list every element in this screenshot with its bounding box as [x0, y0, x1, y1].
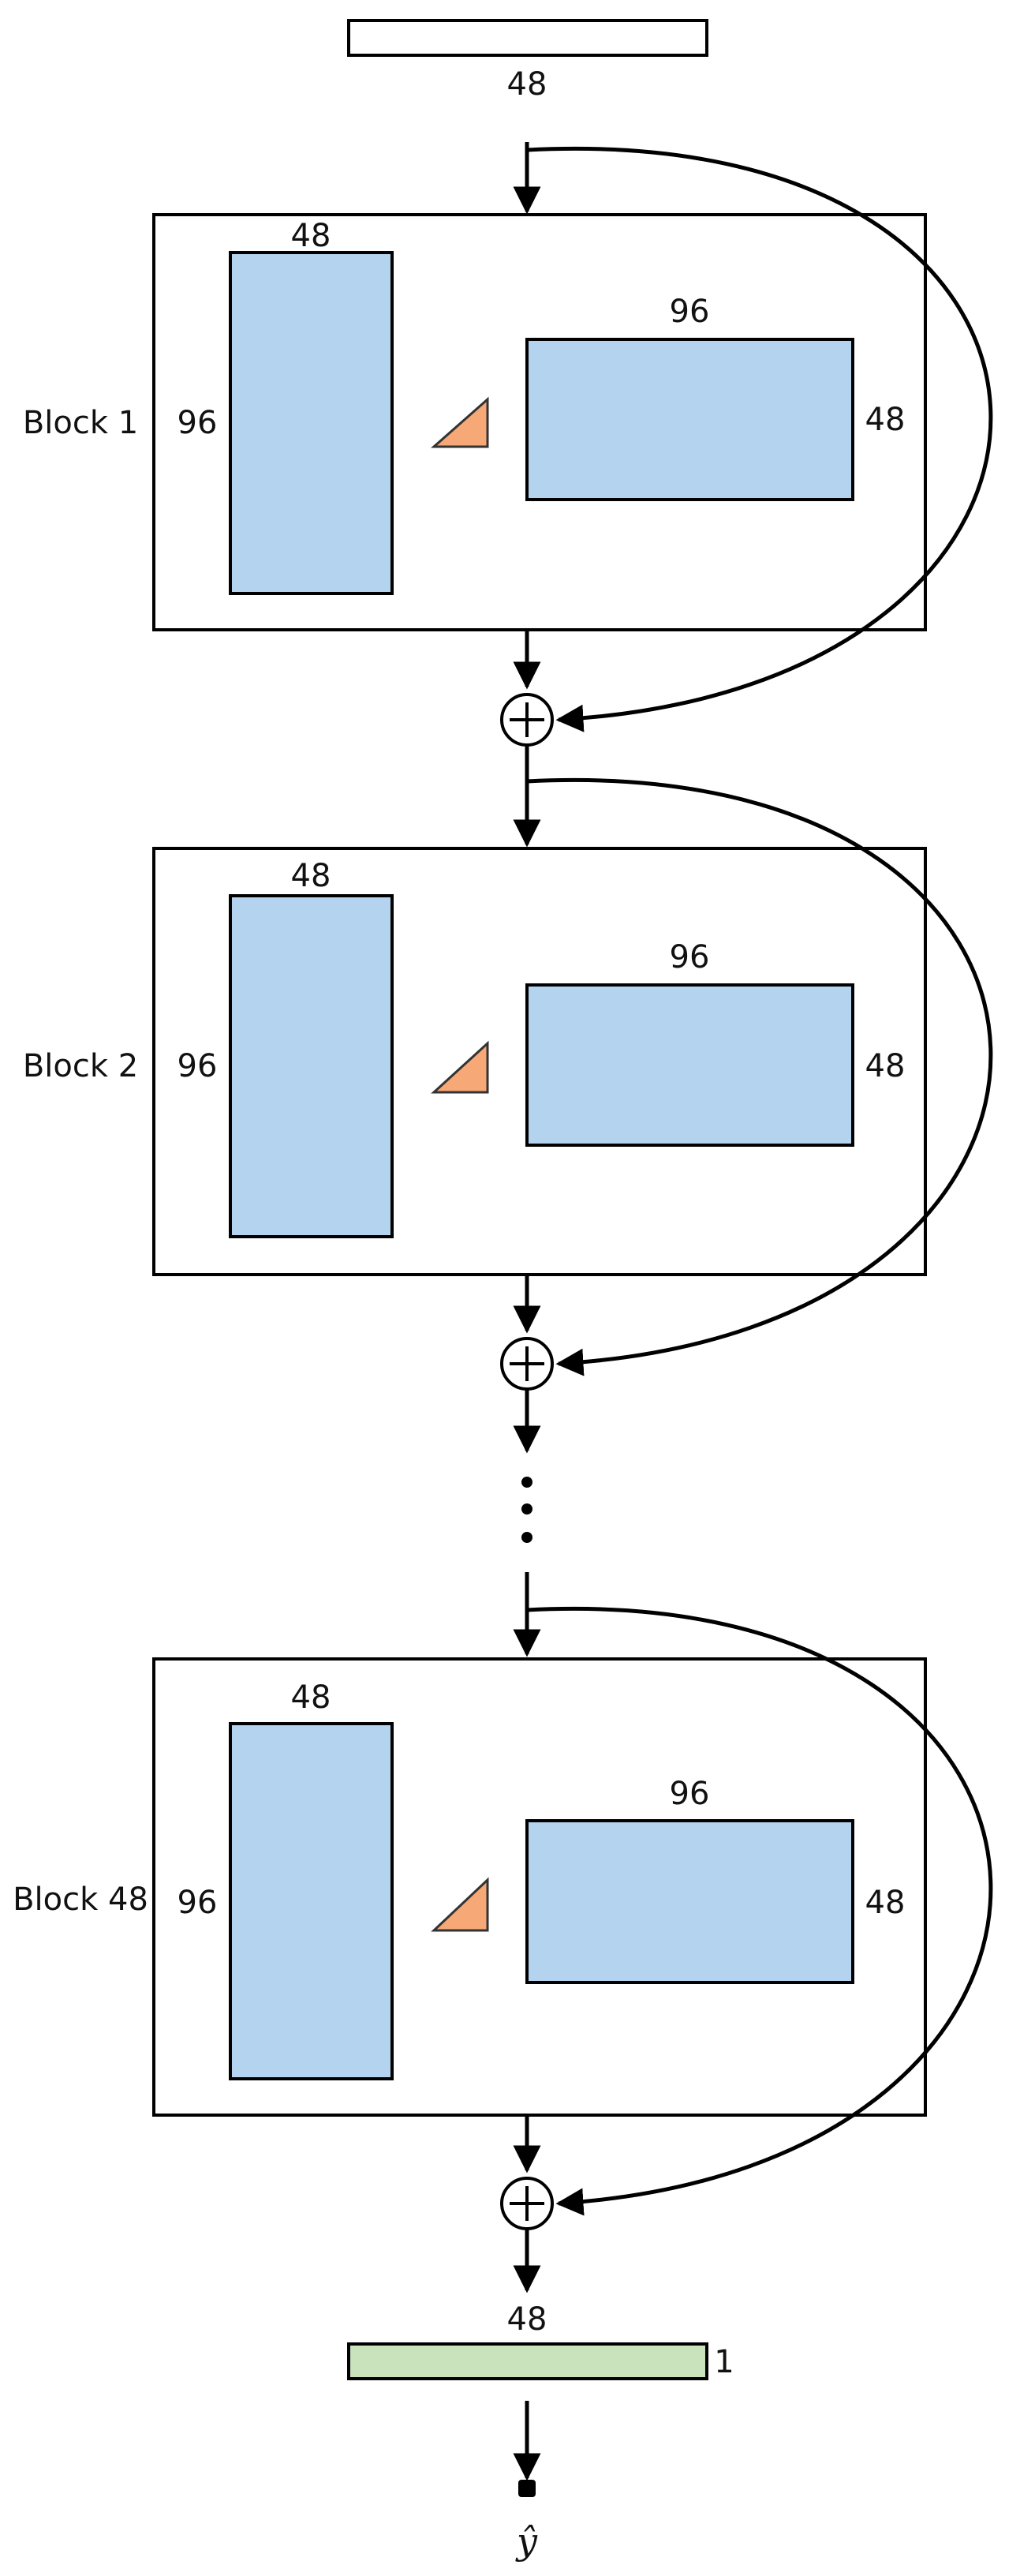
circled-plus-icon — [500, 693, 554, 747]
skip-connection-48 — [526, 1607, 993, 2216]
left-matrix-height: 96 — [177, 1885, 218, 1921]
right-matrix-height: 48 — [865, 402, 906, 438]
skip-connection-2 — [526, 777, 993, 1376]
block-frame — [152, 1657, 927, 2117]
right-matrix — [525, 983, 854, 1147]
left-matrix-width: 48 — [291, 858, 331, 894]
prediction-node — [518, 2480, 536, 2497]
circled-plus-icon — [500, 1337, 554, 1391]
left-matrix-height: 96 — [177, 1048, 218, 1084]
left-matrix — [229, 894, 394, 1238]
block-label: Block 1 — [23, 405, 138, 441]
left-matrix-width: 48 — [291, 1679, 331, 1716]
input-dim-label: 48 — [507, 66, 547, 103]
triangle-icon — [431, 396, 489, 448]
right-matrix — [525, 338, 854, 501]
output-dim-top: 48 — [507, 2301, 547, 2338]
output-bar — [347, 2342, 708, 2380]
right-matrix-width: 96 — [670, 294, 710, 330]
block-label: Block 2 — [23, 1048, 138, 1084]
right-matrix-width: 96 — [670, 1776, 710, 1812]
block-48: Block 48 48 96 96 48 — [13, 1657, 927, 2117]
vertical-dots-icon — [521, 1477, 532, 1543]
output-dim-right: 1 — [714, 2344, 734, 2380]
block-frame — [152, 213, 927, 631]
skip-connection-1 — [526, 146, 993, 732]
block-frame — [152, 847, 927, 1276]
triangle-icon — [431, 1040, 489, 1094]
left-matrix — [229, 251, 394, 595]
right-matrix-height: 48 — [865, 1885, 906, 1921]
triangle-icon — [431, 1877, 489, 1932]
block-1: Block 1 48 96 96 48 — [23, 213, 927, 631]
right-matrix-height: 48 — [865, 1048, 906, 1084]
block-2: Block 2 48 96 96 48 — [23, 847, 927, 1276]
right-matrix — [525, 1819, 854, 1984]
right-matrix-width: 96 — [670, 939, 710, 975]
prediction-symbol: ŷ — [515, 2520, 538, 2563]
block-label: Block 48 — [13, 1881, 148, 1918]
circled-plus-icon — [500, 2177, 554, 2230]
left-matrix-height: 96 — [177, 405, 218, 441]
input-bar — [347, 19, 708, 57]
left-matrix — [229, 1722, 394, 2080]
left-matrix-width: 48 — [291, 218, 331, 254]
